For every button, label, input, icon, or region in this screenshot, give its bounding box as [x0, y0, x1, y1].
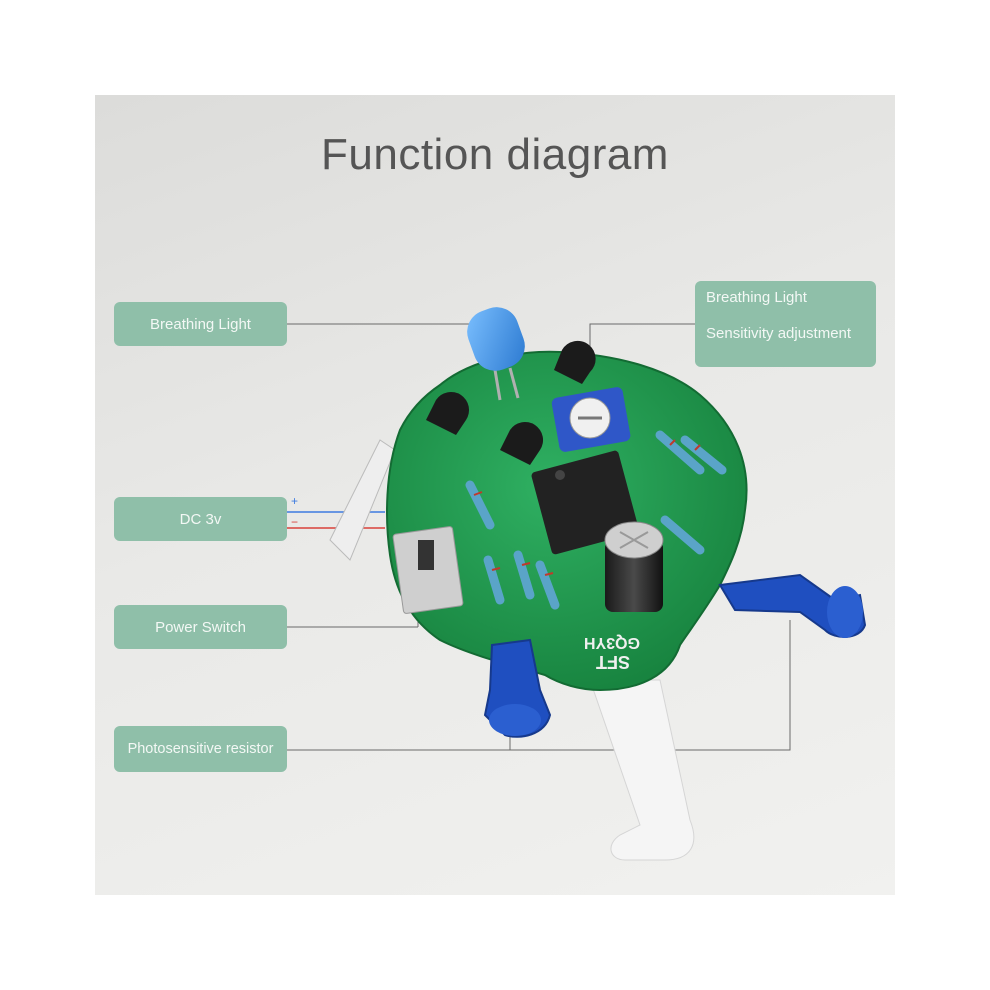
label-photosensitive-resistor: Photosensitive resistor — [114, 726, 287, 772]
breathing-led — [467, 307, 525, 401]
potentiometer — [551, 387, 631, 452]
resistors — [465, 430, 727, 610]
capacitor — [604, 521, 664, 612]
polarity-plus: + — [291, 494, 298, 508]
battery-clip — [329, 439, 396, 561]
photoresistor-right — [718, 573, 867, 638]
photoresistor-left — [483, 638, 552, 738]
polarity-minus: − — [291, 515, 298, 529]
transistors — [426, 340, 596, 465]
label-sensitivity-line2: Sensitivity adjustment — [706, 325, 852, 342]
resistor-bands — [473, 439, 701, 576]
label-sensitivity-adjustment: Breathing Light Sensitivity adjustment — [695, 281, 876, 367]
silk-model: GQ3YH — [584, 634, 640, 651]
diagram-title: Function diagram — [321, 130, 669, 179]
stand — [589, 679, 695, 861]
silk-brand: SFT — [596, 652, 630, 672]
silkscreen: SFT GQ3YH — [584, 634, 640, 672]
leader-photoresistor — [287, 620, 791, 751]
power-switch — [392, 526, 464, 614]
label-breathing-light: Breathing Light — [114, 302, 287, 346]
label-sensitivity-line1: Breathing Light — [706, 289, 807, 306]
dc-wires — [287, 511, 385, 529]
leader-lines — [287, 323, 791, 751]
label-power-switch: Power Switch — [114, 605, 287, 649]
label-dc-power: DC 3v — [114, 497, 287, 541]
